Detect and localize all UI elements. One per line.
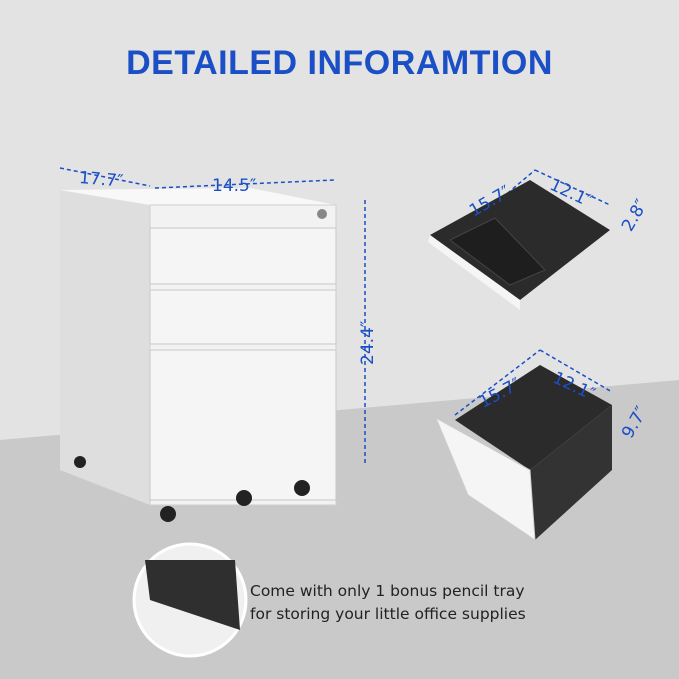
drawer-top [149, 227, 337, 285]
cabinet-depth-label: 17.7″ [78, 168, 125, 192]
pencil-drawer [430, 180, 610, 300]
page-title: DETAILED INFORAMTION [126, 44, 553, 82]
pencil-drawer-front [428, 235, 520, 310]
lock-icon [317, 209, 327, 219]
cabinet-top [60, 188, 336, 205]
cabinet-side [60, 190, 150, 505]
file-drawer-front [434, 416, 536, 541]
drawer-file [149, 349, 337, 501]
cabinet-width-label: 14.5″ [212, 176, 257, 196]
file-drawer [455, 365, 612, 470]
closeup-tray [145, 560, 240, 630]
file-drawer-side [530, 405, 612, 540]
drawer-middle [149, 289, 337, 345]
caption-line-2: for storing your little office supplies [250, 605, 526, 623]
cabinet-height-label: 24.4″ [358, 320, 378, 365]
pencil-tray [449, 217, 546, 286]
casters [74, 456, 310, 522]
caption-line-1: Come with only 1 bonus pencil tray [250, 582, 525, 600]
caption: Come with only 1 bonus pencil tray for s… [250, 580, 526, 626]
